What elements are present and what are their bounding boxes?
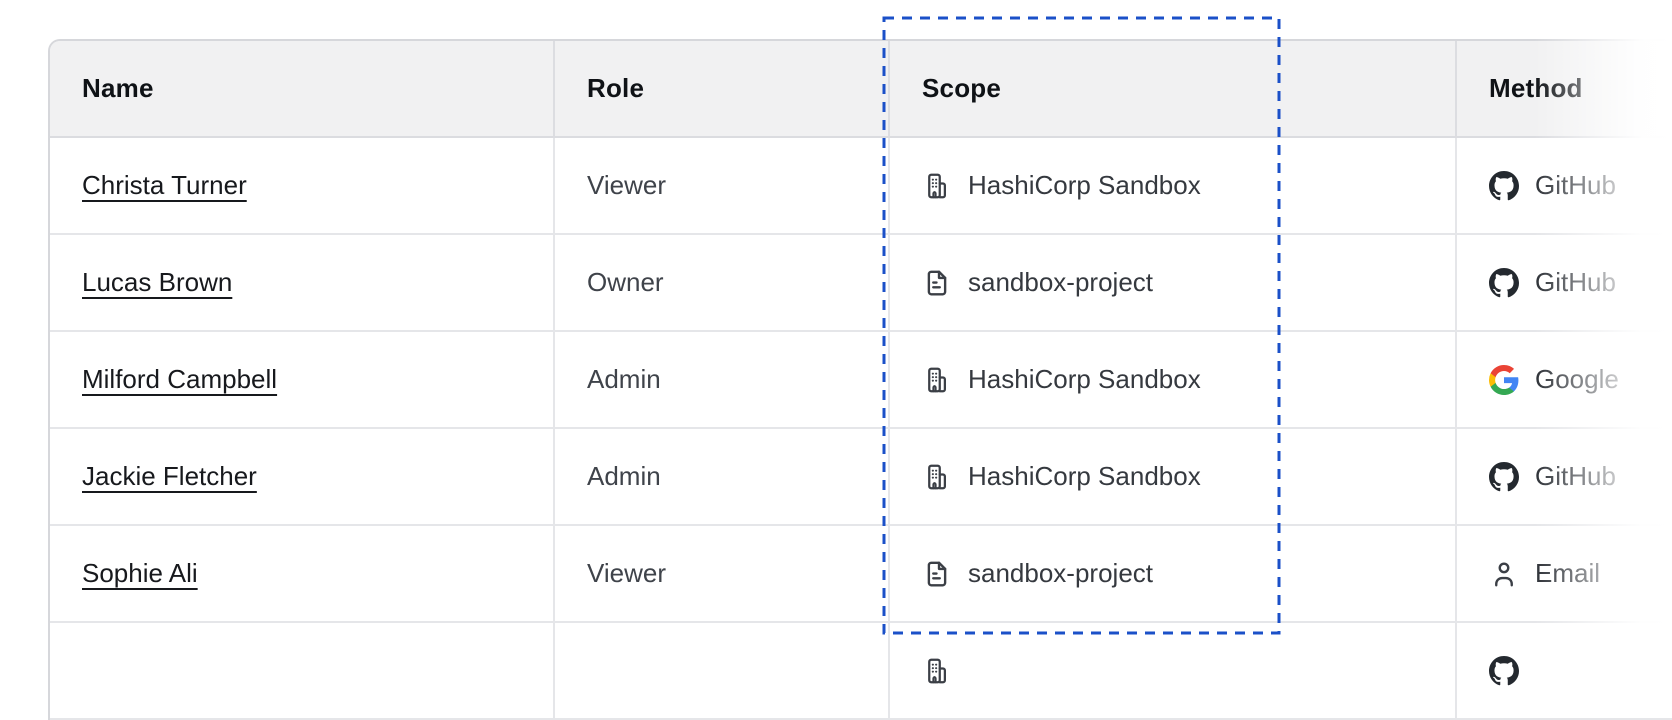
role-cell: Admin — [553, 429, 888, 524]
table-body: Christa Turner Viewer HashiCorp Sandbox … — [50, 138, 1672, 720]
github-icon — [1489, 267, 1519, 298]
column-header-name: Name — [82, 73, 154, 103]
table-row: Lucas Brown Owner sandbox-project GitHub — [50, 235, 1672, 332]
method-label: GitHub — [1535, 267, 1616, 297]
github-icon — [1489, 655, 1519, 686]
member-role-text: Admin — [587, 364, 661, 394]
member-name-link[interactable]: Milford Campbell — [82, 364, 278, 394]
name-cell: Jackie Fletcher — [50, 429, 553, 524]
scope-cell — [888, 623, 1455, 718]
member-role-text: Viewer — [587, 170, 667, 200]
column-header-role: Role — [587, 73, 645, 103]
name-cell: Milford Campbell — [50, 332, 553, 427]
role-cell: Admin — [553, 332, 888, 427]
role-cell: Viewer — [553, 526, 888, 621]
method-label: Google — [1535, 364, 1619, 394]
table-row: Milford Campbell Admin HashiCorp Sandbox… — [50, 332, 1672, 429]
email-user-icon — [1489, 559, 1519, 589]
role-cell: Owner — [553, 235, 888, 330]
method-label: GitHub — [1535, 461, 1616, 491]
member-name-link[interactable]: Christa Turner — [82, 170, 247, 200]
header-cell-scope: Scope — [888, 41, 1455, 136]
member-role-text: Owner — [587, 267, 664, 297]
scope-label: HashiCorp Sandbox — [968, 461, 1201, 491]
member-name-link[interactable]: Jackie Fletcher — [82, 461, 257, 491]
method-label: Email — [1535, 558, 1601, 588]
scope-label: HashiCorp Sandbox — [968, 364, 1201, 394]
member-name-link[interactable]: Lucas Brown — [82, 267, 233, 297]
github-icon — [1489, 461, 1519, 492]
scope-cell: HashiCorp Sandbox — [888, 138, 1455, 233]
header-cell-name: Name — [50, 41, 553, 136]
method-cell: GitHub — [1455, 429, 1672, 524]
github-icon — [1489, 170, 1519, 201]
table-row: Sophie Ali Viewer sandbox-project Email — [50, 526, 1672, 623]
table-header-row: Name Role Scope Method — [50, 41, 1672, 138]
name-cell — [50, 623, 553, 718]
method-cell: GitHub — [1455, 138, 1672, 233]
header-cell-role: Role — [553, 41, 888, 136]
member-role-text: Admin — [587, 461, 661, 491]
header-cell-method: Method — [1455, 41, 1672, 136]
scope-label: HashiCorp Sandbox — [968, 170, 1201, 200]
table-row: Jackie Fletcher Admin HashiCorp Sandbox … — [50, 429, 1672, 526]
role-cell — [553, 623, 888, 718]
column-header-method: Method — [1489, 73, 1583, 103]
method-cell — [1455, 623, 1672, 718]
org-building-icon — [922, 462, 952, 492]
name-cell: Sophie Ali — [50, 526, 553, 621]
column-header-scope: Scope — [922, 73, 1002, 103]
scope-cell: sandbox-project — [888, 526, 1455, 621]
method-cell: Google — [1455, 332, 1672, 427]
scope-label: sandbox-project — [968, 558, 1153, 588]
file-text-icon — [922, 559, 952, 589]
org-building-icon — [922, 171, 952, 201]
table-row — [50, 623, 1672, 720]
file-text-icon — [922, 268, 952, 298]
scope-label: sandbox-project — [968, 267, 1153, 297]
role-cell: Viewer — [553, 138, 888, 233]
method-label: GitHub — [1535, 170, 1616, 200]
scope-cell: HashiCorp Sandbox — [888, 332, 1455, 427]
member-role-text: Viewer — [587, 558, 667, 588]
scope-cell: HashiCorp Sandbox — [888, 429, 1455, 524]
scope-cell: sandbox-project — [888, 235, 1455, 330]
member-name-link[interactable]: Sophie Ali — [82, 558, 198, 588]
method-cell: GitHub — [1455, 235, 1672, 330]
method-cell: Email — [1455, 526, 1672, 621]
org-building-icon — [922, 656, 952, 686]
name-cell: Christa Turner — [50, 138, 553, 233]
table-row: Christa Turner Viewer HashiCorp Sandbox … — [50, 138, 1672, 235]
name-cell: Lucas Brown — [50, 235, 553, 330]
google-icon — [1489, 364, 1519, 395]
org-building-icon — [922, 365, 952, 395]
members-table: Name Role Scope Method Christa Turner Vi… — [48, 39, 1672, 720]
